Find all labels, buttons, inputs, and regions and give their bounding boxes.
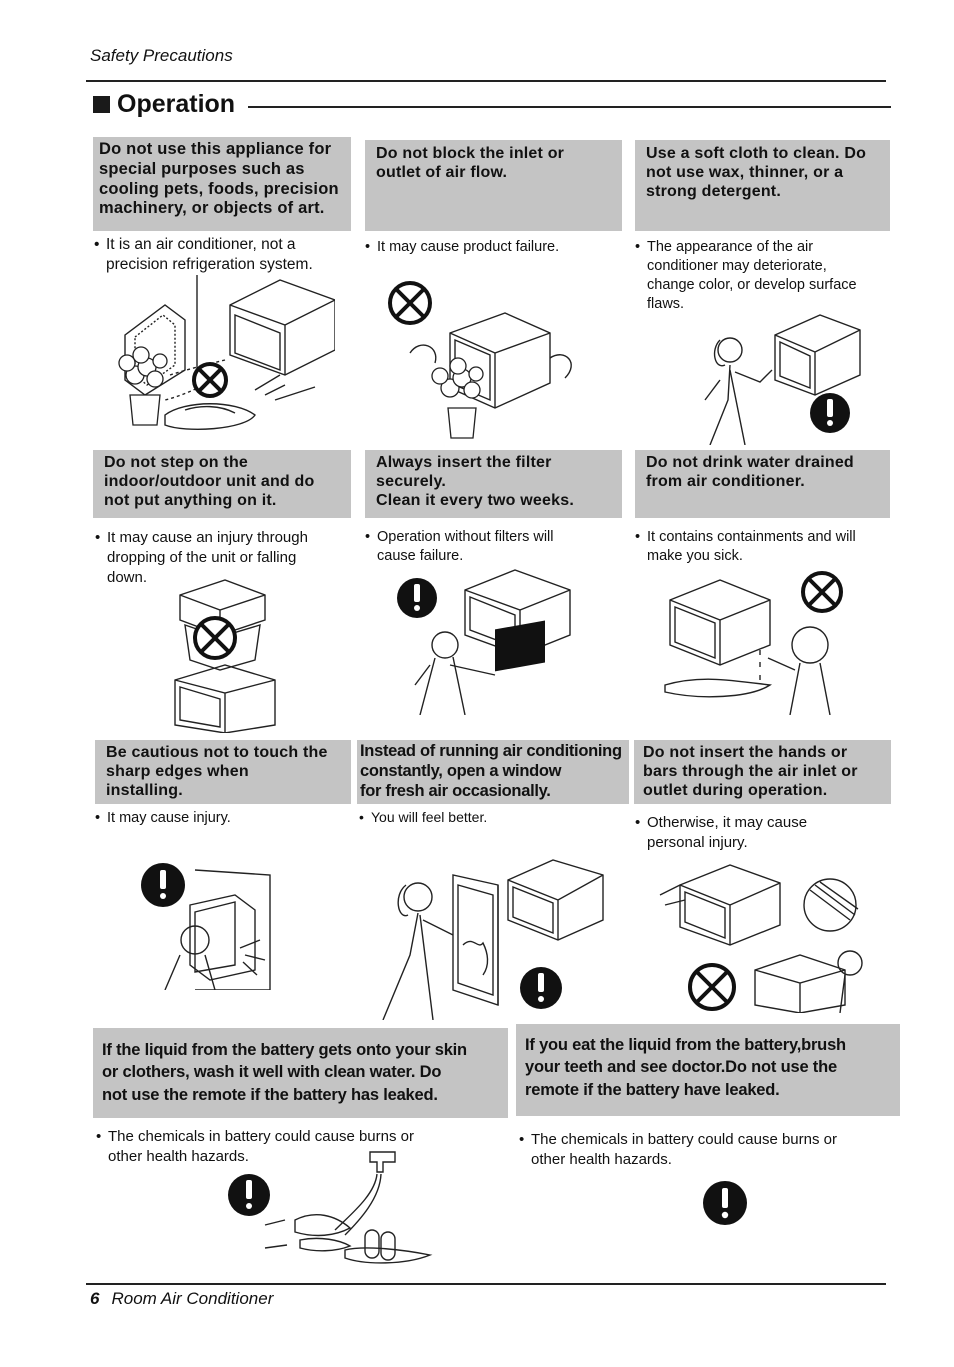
product-name: Room Air Conditioner xyxy=(111,1289,274,1308)
wash-hands-illustration xyxy=(225,1150,440,1265)
insert-filter-illustration xyxy=(395,565,580,715)
note-7: •It may cause injury. xyxy=(95,810,231,826)
note-10: •The chemicals in battery could cause bu… xyxy=(96,1128,414,1165)
note-2: •It may cause product failure. xyxy=(365,239,560,255)
section-title: Operation xyxy=(117,90,236,118)
sharp-edges-illustration xyxy=(135,860,275,990)
pet-plant-art-illustration xyxy=(105,275,335,440)
header-rule xyxy=(86,80,886,82)
page-number: 6 xyxy=(90,1289,100,1308)
open-window-illustration xyxy=(378,855,608,1020)
page-footer: 6 Room Air Conditioner xyxy=(90,1289,273,1309)
cleaning-cloth-illustration xyxy=(700,310,870,445)
section-square-icon xyxy=(93,96,110,113)
hands-inlet-illustration xyxy=(650,855,875,1013)
warning-box-11: If you eat the liquid from the battery,b… xyxy=(516,1024,900,1116)
blocked-inlet-illustration xyxy=(380,278,580,443)
note-8: •You will feel better. xyxy=(359,809,488,825)
running-header: Safety Precautions xyxy=(90,46,233,65)
drink-water-illustration xyxy=(660,570,850,715)
footer-rule xyxy=(86,1283,886,1285)
stacked-boxes-illustration xyxy=(165,575,280,733)
section-heading: Operation xyxy=(93,90,235,119)
warning-box-10: If the liquid from the battery gets onto… xyxy=(93,1028,508,1118)
note-11: •The chemicals in battery could cause bu… xyxy=(519,1131,837,1168)
section-rule xyxy=(248,106,891,108)
mandatory-exclamation-icon xyxy=(702,1180,748,1226)
